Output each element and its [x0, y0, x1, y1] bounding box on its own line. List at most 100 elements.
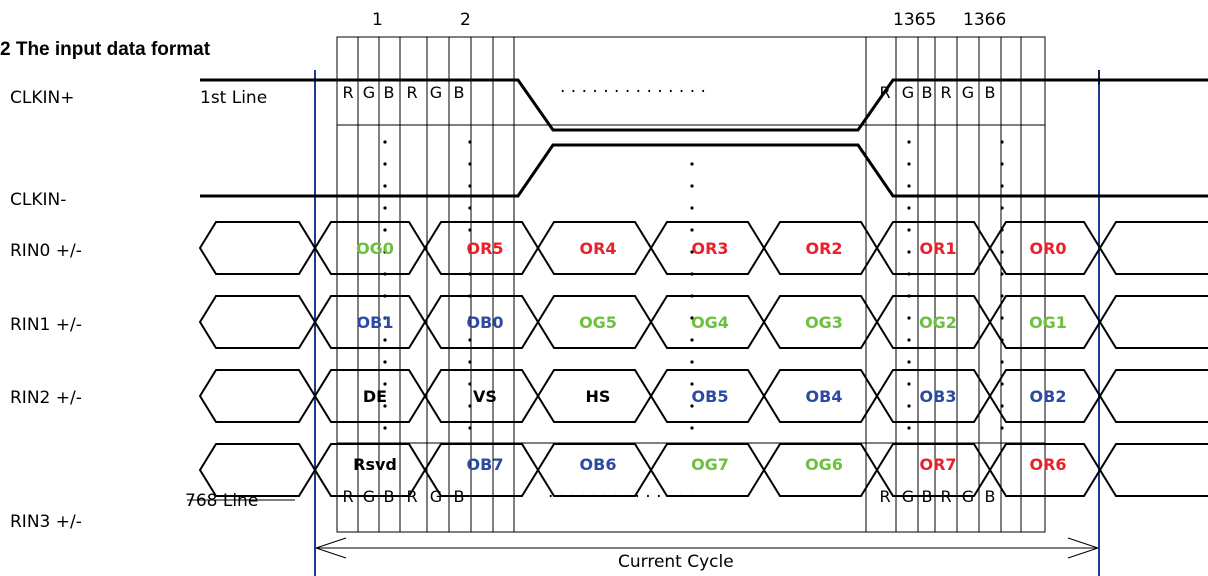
subpixel-cell: R	[879, 83, 890, 102]
bus-value-rin3: Rsvd	[353, 455, 397, 474]
dot-mark	[1000, 360, 1004, 364]
bus-value-rin2: OB4	[806, 387, 843, 406]
bus-segment	[198, 443, 317, 497]
dot-mark	[907, 206, 911, 210]
pixel-label-2: 2	[460, 10, 471, 30]
label-rin3: RIN3 +/-	[10, 512, 82, 532]
dot-mark	[383, 338, 387, 342]
bus-segment	[1098, 369, 1208, 423]
dot-mark	[468, 228, 472, 232]
subpixel-cell: R	[940, 83, 951, 102]
current-cycle-arrow	[315, 537, 1099, 559]
bus-value-rin2: OB5	[692, 387, 729, 406]
dot-mark	[1000, 426, 1004, 430]
dot-mark	[907, 228, 911, 232]
subpixel-cell: G	[363, 83, 375, 102]
pixel-label-1: 1	[372, 10, 383, 30]
subpixel-cell: G	[962, 487, 974, 506]
dot-mark	[690, 184, 694, 188]
dot-mark	[907, 316, 911, 320]
subpixel-cell: R	[406, 83, 417, 102]
top-ellipsis: . . . . . . . . . . . . . .	[560, 77, 706, 97]
dot-mark	[468, 404, 472, 408]
dot-mark	[468, 382, 472, 386]
dot-mark	[1000, 250, 1004, 254]
subpixel-cell: G	[430, 487, 442, 506]
label-rin0: RIN0 +/-	[10, 241, 82, 261]
dot-mark	[690, 162, 694, 166]
dot-mark	[468, 162, 472, 166]
dot-mark	[690, 360, 694, 364]
dot-mark	[383, 250, 387, 254]
pixel-label-1366: 1366	[963, 10, 1006, 30]
bus-segment	[198, 369, 317, 423]
bus-value-rin1: OB1	[357, 313, 394, 332]
bus-value-rin2: HS	[586, 387, 611, 406]
bus-value-rin3: OG7	[691, 455, 729, 474]
dot-mark	[1000, 184, 1004, 188]
dot-mark	[907, 426, 911, 430]
bus-value-rin1: OG4	[691, 313, 729, 332]
pixel-grid	[336, 36, 1046, 533]
bus-value-rin2: OB3	[920, 387, 957, 406]
bus-value-rin2: VS	[473, 387, 497, 406]
bus-value-rin1: OB0	[467, 313, 504, 332]
subpixel-cell: B	[985, 487, 996, 506]
dot-mark	[690, 382, 694, 386]
dot-mark	[907, 404, 911, 408]
clkin-neg-waveform	[200, 143, 1208, 198]
dot-mark	[907, 162, 911, 166]
subpixel-cell: G	[902, 83, 914, 102]
subpixel-cell: B	[454, 487, 465, 506]
section-title: 2 The input data format	[0, 39, 211, 60]
grid-frame	[336, 36, 1046, 533]
dot-mark	[383, 316, 387, 320]
dot-mark	[907, 360, 911, 364]
dot-mark	[468, 184, 472, 188]
bus-segment	[198, 221, 317, 275]
bus-value-rin1: OG1	[1029, 313, 1067, 332]
dot-mark	[383, 228, 387, 232]
dot-mark	[383, 360, 387, 364]
dot-mark	[907, 184, 911, 188]
dot-mark	[690, 426, 694, 430]
bus-value-rin0: OR1	[919, 239, 956, 258]
bus-value-rin1: OG2	[919, 313, 957, 332]
bus-value-rin0: OR0	[1029, 239, 1066, 258]
dot-mark	[383, 404, 387, 408]
bus-value-rin2: OB2	[1030, 387, 1067, 406]
dot-mark	[468, 206, 472, 210]
dot-mark	[468, 360, 472, 364]
dot-mark	[468, 338, 472, 342]
label-clkin-neg: CLKIN-	[10, 190, 66, 210]
bottom-ellipsis: . . . . . . . . . . . . . .	[548, 482, 694, 502]
bus-value-rin3: OR7	[919, 455, 956, 474]
subpixel-cell: G	[430, 83, 442, 102]
subpixel-cell: G	[363, 487, 375, 506]
dot-mark	[907, 338, 911, 342]
bus-value-rin3: OR6	[1029, 455, 1066, 474]
dot-mark	[1000, 294, 1004, 298]
dot-mark	[468, 250, 472, 254]
dot-mark	[1000, 272, 1004, 276]
bus-segment	[1098, 221, 1208, 275]
dot-mark	[383, 426, 387, 430]
dot-mark	[468, 316, 472, 320]
dot-mark	[383, 162, 387, 166]
label-rin1: RIN1 +/-	[10, 315, 82, 335]
dot-mark	[907, 140, 911, 144]
subpixel-cell: B	[922, 83, 933, 102]
dot-mark	[690, 250, 694, 254]
dot-mark	[1000, 404, 1004, 408]
bus-value-rin1: OG5	[579, 313, 617, 332]
dot-mark	[468, 426, 472, 430]
dot-mark	[690, 316, 694, 320]
subpixel-cell: B	[384, 83, 395, 102]
dot-mark	[907, 250, 911, 254]
dot-mark	[383, 184, 387, 188]
bus-segment	[1098, 443, 1208, 497]
label-rin2: RIN2 +/-	[10, 388, 82, 408]
dot-mark	[383, 206, 387, 210]
subpixel-cell: R	[940, 487, 951, 506]
